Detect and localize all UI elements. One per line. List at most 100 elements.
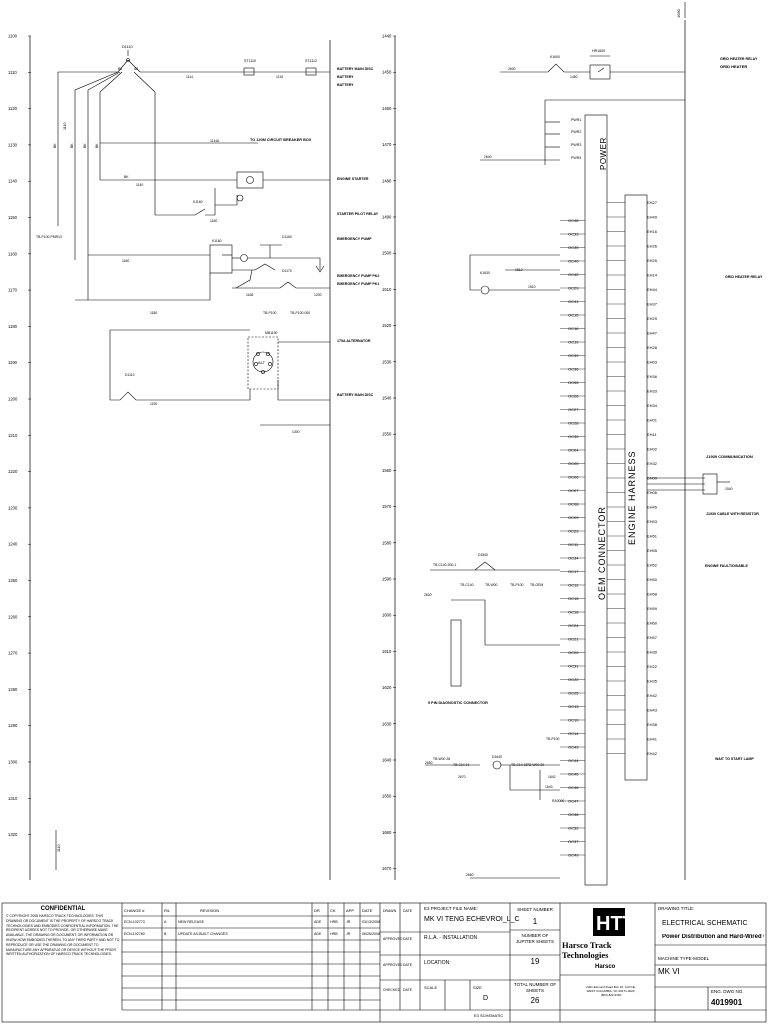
right-label-tb_w00: TB-W00 bbox=[485, 583, 498, 587]
right-label-pwr3: PWR3 bbox=[571, 143, 581, 147]
left-rung-number: 1170 bbox=[8, 288, 18, 293]
right-rung-number: 1670 bbox=[382, 866, 392, 871]
left-label-n1190: 1190 bbox=[150, 402, 157, 406]
right-rung-number: 1520 bbox=[382, 323, 392, 328]
left-label-n1180: 1180 bbox=[150, 311, 157, 315]
confidential-notice: © COPYRIGHT 2008 HARSCO TRACK TECHNOLOGI… bbox=[6, 914, 120, 957]
revision-cell: NEW RELEASE bbox=[178, 920, 204, 924]
left-label-tb_p100: TB-P100 bbox=[263, 311, 276, 315]
harsco-name: Harsco bbox=[595, 964, 616, 970]
location-label: LOCATION: bbox=[424, 960, 451, 966]
left-label-n1200: 1200 bbox=[314, 293, 322, 297]
left-rung-number: 1320 bbox=[8, 832, 18, 837]
right-label-grid_heater_relay2: GRID HEATER RELAY bbox=[725, 275, 763, 279]
eh-pin: EH14 bbox=[647, 273, 658, 278]
right-label-wait_start: WAIT TO START LAMP bbox=[715, 757, 754, 761]
right-label-n2600: 2600 bbox=[508, 67, 516, 71]
right-rung-number: 1600 bbox=[382, 613, 392, 618]
right-label-n1512: 1512 bbox=[515, 268, 523, 272]
eh-pin: EH45 bbox=[647, 505, 658, 510]
right-label-tb_w00_29: TB-W00 29 bbox=[527, 763, 544, 767]
right-rung-number: 1480 bbox=[382, 178, 392, 183]
left-label-tb_p100_000: TB-P100-000 bbox=[290, 311, 310, 315]
left-rung-number: 1220 bbox=[8, 469, 18, 474]
engine-harness-pins: EH27EH49EH16EH26EH25EH14EH44EH37EH29EH47… bbox=[607, 200, 658, 756]
left-label-k1160b: K1160 bbox=[212, 239, 222, 243]
left-label-starter_pilot_relay: STARTER PILOT RELAY bbox=[337, 212, 379, 216]
left-rung-number: 1100 bbox=[8, 34, 18, 39]
left-label-b6: B6 bbox=[118, 67, 122, 71]
right-rung-number: 1460 bbox=[382, 106, 392, 111]
left-rung-number: 1140 bbox=[8, 179, 18, 184]
svg-text:HTT: HTT bbox=[596, 913, 635, 935]
right-rung-number: 1450 bbox=[382, 70, 392, 75]
left-rung-numbers: 1100111011201130114011501160117011801190… bbox=[8, 34, 31, 837]
right-label-d1640: D1640 bbox=[492, 755, 502, 759]
left-label-tb_p100_pmr13: TB-P100-PMR13 bbox=[36, 235, 62, 239]
approved-label-2: APPROVED bbox=[383, 963, 403, 967]
left-rung-number: 1130 bbox=[8, 142, 18, 147]
revision-cell: ECN-102780 bbox=[124, 932, 145, 936]
project-file-name: MK VI TENG ECHEVROI_L_C bbox=[424, 916, 520, 923]
right-rung-number: 1580 bbox=[382, 540, 392, 545]
right-rung-number: 1530 bbox=[382, 359, 392, 364]
right-label-n1450: 1450 bbox=[570, 75, 578, 79]
revision-cell: HRB bbox=[330, 932, 338, 936]
eh-pin: EH53 bbox=[647, 519, 658, 524]
right-label-pwr4: PWR4 bbox=[571, 156, 581, 160]
right-rung-number: 1650 bbox=[382, 794, 392, 799]
size-value: D bbox=[483, 995, 489, 1002]
revision-cell: HRB bbox=[330, 920, 338, 924]
company-name: Harsco Track Technologies bbox=[562, 940, 612, 960]
date-label-3: DATE bbox=[403, 963, 413, 967]
installation-label: R.L.A. - INSTALLATION bbox=[424, 935, 478, 941]
left-rung-number: 1120 bbox=[8, 106, 18, 111]
left-label-bk-4: BK bbox=[95, 143, 99, 148]
eh-pin: EH11 bbox=[647, 432, 657, 437]
revision-header: R/L bbox=[164, 908, 171, 913]
left-rung-number: 1300 bbox=[8, 760, 18, 765]
rail-top-label: 1680 bbox=[676, 8, 681, 18]
revision-header: APP bbox=[346, 908, 355, 913]
eh-pin: EH60 bbox=[647, 621, 658, 626]
left-label-engine_starter: ENGINE STARTER bbox=[337, 177, 369, 181]
revision-header: CK bbox=[330, 908, 336, 913]
eh-pin: EH58 bbox=[647, 592, 658, 597]
eh-pin: EH33 bbox=[647, 389, 658, 394]
e3-schematic-label: E3 SCHEMATIC bbox=[474, 1013, 504, 1018]
eh-pin: EH37 bbox=[647, 302, 658, 307]
right-rung-number: 1540 bbox=[382, 396, 392, 401]
eh-pin: EH34 bbox=[647, 403, 658, 408]
left-label-d1160: D1160 bbox=[282, 235, 292, 239]
right-rung-number: 1610 bbox=[382, 649, 392, 654]
right-label-pwr1: PWR1 bbox=[571, 118, 581, 122]
right-label-oem-connector: OEM CONNECTOR bbox=[597, 506, 607, 600]
eh-pin: EH59 bbox=[647, 606, 658, 611]
drawing-title-label: DRAWING TITLE: bbox=[658, 906, 695, 911]
eh-pin: EH36 bbox=[647, 374, 658, 379]
left-rung-number: 1200 bbox=[8, 397, 18, 402]
left-label-n1114a: 1114A bbox=[210, 139, 220, 143]
revision-cell: JR bbox=[346, 920, 351, 924]
right-label-n1642: 1642 bbox=[548, 775, 556, 779]
right-rung-number: 1490 bbox=[382, 215, 392, 220]
left-label-n1150: 1150 bbox=[210, 219, 217, 223]
right-rung-number: 1630 bbox=[382, 721, 392, 726]
right-label-n2670: 2670 bbox=[458, 775, 466, 779]
left-rung-number: 1160 bbox=[8, 251, 18, 256]
scale-label: SCALE bbox=[424, 985, 438, 990]
left-label-mb1190: MB1190 bbox=[265, 331, 277, 335]
right-label-n1540: 1540 bbox=[725, 487, 733, 491]
revision-cell: A bbox=[164, 920, 167, 924]
eh-pin: EH09 bbox=[647, 476, 658, 481]
eh-pin: EH50 bbox=[647, 577, 658, 582]
total-sheets: 26 bbox=[530, 996, 540, 1005]
approved-label: APPROVED bbox=[383, 937, 403, 941]
left-label-st1112: ST1112 bbox=[305, 59, 317, 63]
htt-logo: HTT bbox=[593, 908, 635, 936]
left-label-bk-3: BK bbox=[83, 143, 87, 148]
left-rung-number: 1310 bbox=[8, 796, 18, 801]
left-label-battery_main_disc: BATTERY MAIN DISC bbox=[337, 67, 374, 71]
